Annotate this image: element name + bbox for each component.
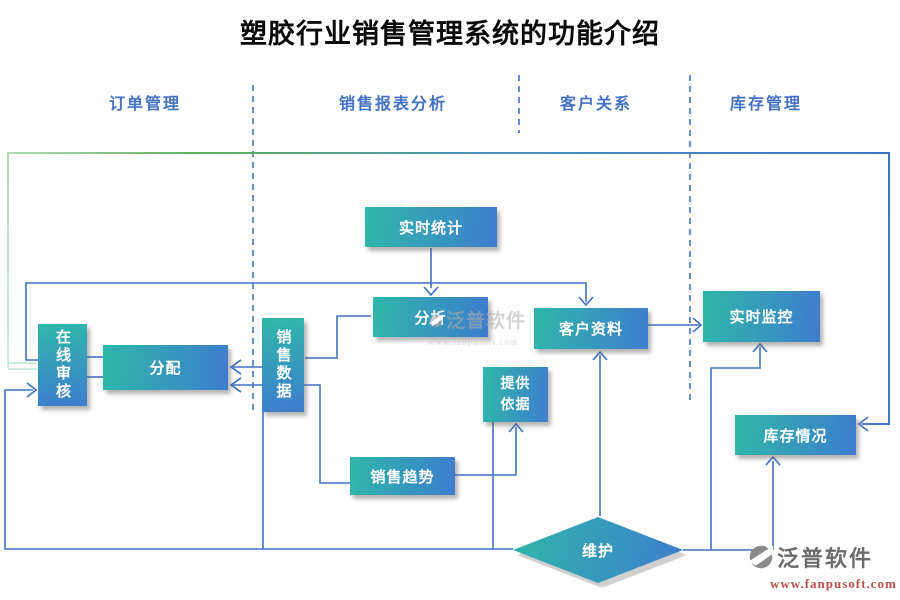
fanpu-swoosh-icon <box>428 313 444 333</box>
lane-header-order-management: 订单管理 <box>108 96 182 113</box>
arrow-into-inventory-right <box>857 416 869 432</box>
arrow-into-monitor-bottom <box>752 342 768 353</box>
arrow-into-alloc-right-1 <box>229 359 242 375</box>
node-sales-trend: 销售趋势 <box>350 457 455 495</box>
node-sales-data: 销售数据 <box>262 318 304 412</box>
node-allocation: 分配 <box>103 345 228 390</box>
logo-url: www.fanpusoft.com <box>770 576 897 591</box>
fanpu-logo: 泛普软件 www.fanpusoft.com <box>748 544 897 590</box>
arrow-into-audit-left <box>26 382 38 398</box>
arrow-into-alloc-right-2 <box>229 377 242 393</box>
edge-outer-frame <box>7 152 890 425</box>
edge-salesdata-analysis <box>305 315 371 359</box>
arrow-into-profile-top <box>578 296 594 307</box>
node-realtime-stats: 实时统计 <box>365 207 497 247</box>
node-inventory-status: 库存情况 <box>735 415 856 455</box>
node-online-audit: 在线审核 <box>38 324 87 406</box>
node-provide-basis: 提供依据 <box>483 367 548 422</box>
arrow-into-basis-bottom <box>508 422 524 433</box>
edge-trend-basis <box>455 427 517 476</box>
arrow-into-inventory-bottom <box>765 455 781 466</box>
arrow-into-monitor-left <box>692 317 703 333</box>
node-realtime-monitor: 实时监控 <box>703 291 820 342</box>
lane-header-sales-report: 销售报表分析 <box>338 96 448 113</box>
center-watermark: 泛普软件 www.fanpusoft.com <box>428 312 526 352</box>
lane-header-inventory: 库存管理 <box>729 96 803 113</box>
watermark-text: 泛普软件 <box>446 311 527 332</box>
edge-bottom-bus <box>4 389 513 550</box>
edge-audit-profile <box>25 282 587 361</box>
logo-name: 泛普软件 <box>777 546 874 571</box>
edge-maint-monitor <box>710 347 761 550</box>
fanpu-swoosh-icon <box>748 544 774 574</box>
page-title: 塑胶行业销售管理系统的功能介绍 <box>240 19 660 49</box>
arrow-into-profile-bottom <box>592 350 608 361</box>
watermark-url: www.fanpusoft.com <box>428 337 518 347</box>
lane-header-customer-relation: 客户关系 <box>559 96 633 113</box>
arrow-into-analysis-top <box>423 286 439 297</box>
node-customer-profile: 客户资料 <box>534 308 648 349</box>
